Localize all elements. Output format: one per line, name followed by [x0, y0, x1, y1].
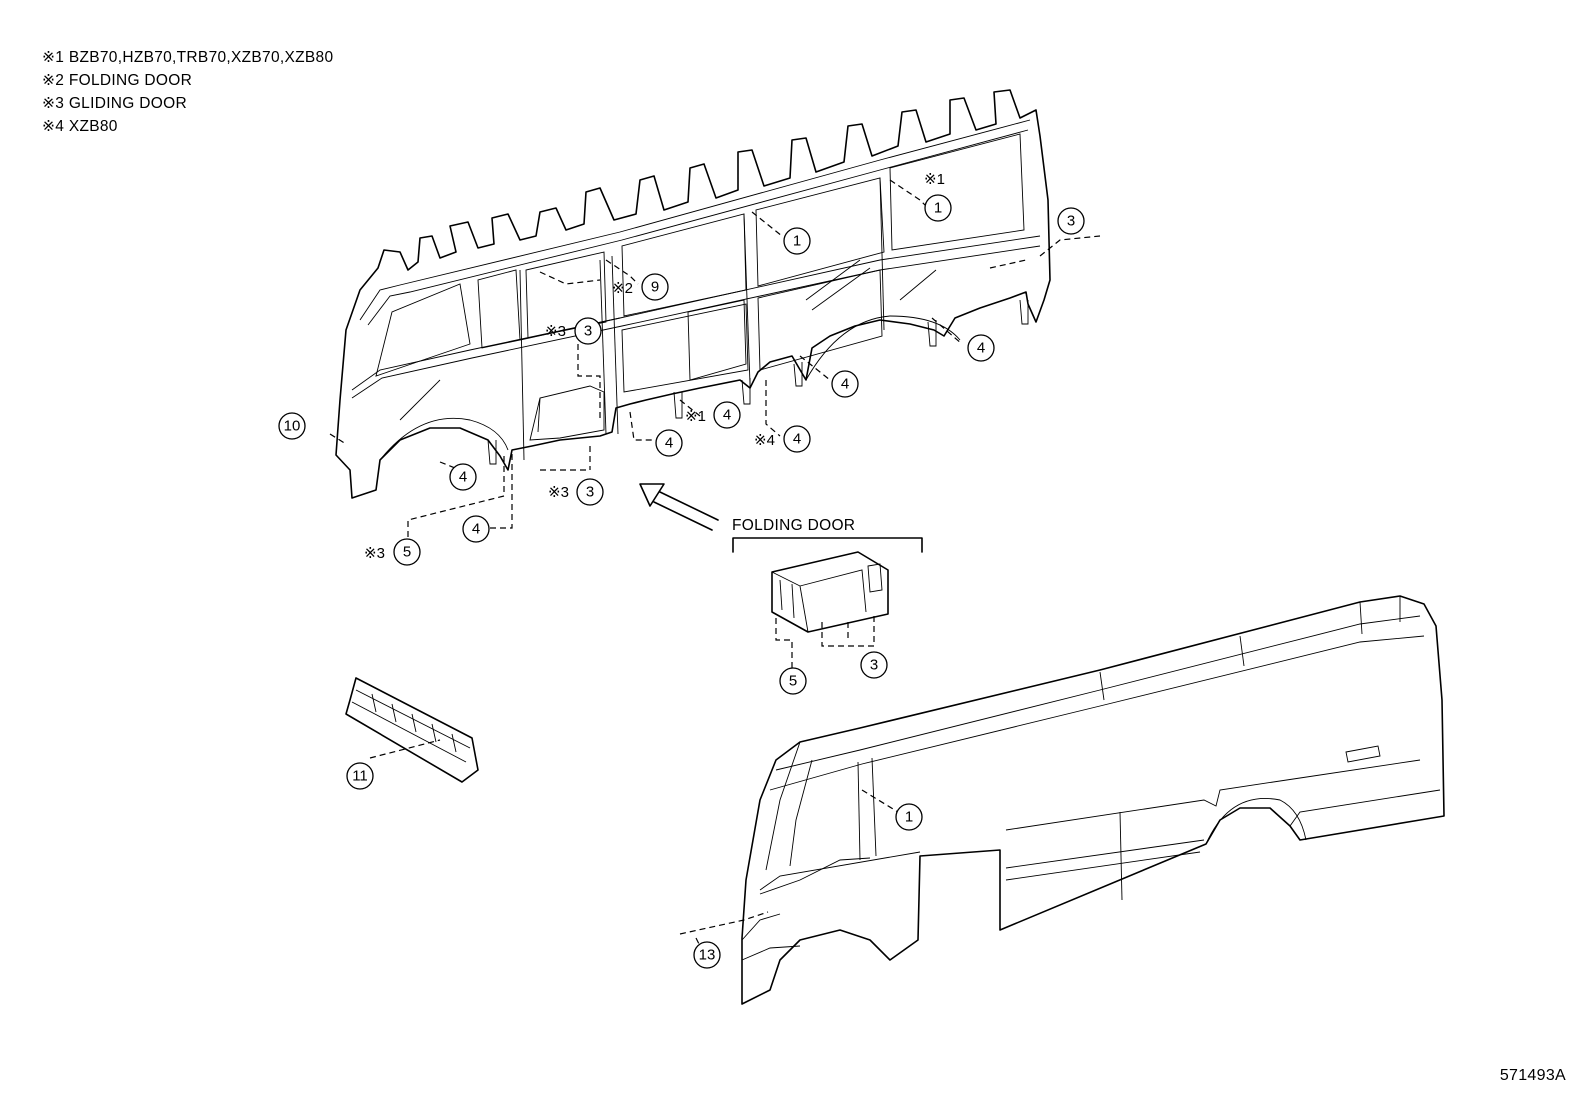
svg-text:※3: ※3 [364, 545, 385, 562]
diagram-code: 571493A [1499, 1067, 1566, 1084]
svg-text:3: 3 [870, 657, 878, 674]
callout-1-outer: 1 [895, 803, 923, 831]
svg-text:4: 4 [459, 469, 467, 486]
svg-text:※1: ※1 [924, 171, 945, 188]
svg-text:13: 13 [699, 947, 716, 964]
callout-9: 9 [641, 273, 669, 301]
callout-1-upper-right: 1 [924, 194, 952, 222]
svg-text:1: 1 [793, 233, 801, 250]
svg-text:3: 3 [586, 484, 594, 501]
svg-text:4: 4 [977, 340, 985, 357]
leader-lines [329, 179, 1101, 947]
note-mark-3-upper: ※3 [545, 323, 566, 340]
svg-text:※4: ※4 [754, 432, 775, 449]
svg-text:1: 1 [934, 200, 942, 217]
svg-text:※3: ※3 [548, 484, 569, 501]
callout-1-upper-mid: 1 [783, 227, 811, 255]
callout-5-folding: 5 [779, 667, 807, 695]
svg-text:3: 3 [584, 323, 592, 340]
callout-5-gliding: 5 [393, 538, 421, 566]
callout-3-folding: 3 [860, 651, 888, 679]
callout-4-lower: 4 [462, 515, 490, 543]
note-4: ※4 XZB80 [42, 118, 118, 135]
callout-10: 10 [278, 412, 306, 440]
cross-member-part [345, 677, 479, 783]
svg-text:※3: ※3 [545, 323, 566, 340]
svg-text:5: 5 [789, 673, 797, 690]
outer-side-panel [741, 595, 1445, 1005]
note-mark-3-bottom: ※3 [364, 545, 385, 562]
svg-text:4: 4 [841, 376, 849, 393]
svg-text:※1: ※1 [685, 408, 706, 425]
callout-3-gliding-upper: 3 [574, 317, 602, 345]
svg-text:10: 10 [284, 418, 301, 435]
note-mark-4: ※4 [754, 432, 775, 449]
inset-label: FOLDING DOOR [732, 517, 855, 534]
svg-text:5: 5 [403, 544, 411, 561]
callout-4-mid: 4 [831, 370, 859, 398]
view-arrow [639, 483, 719, 531]
svg-text:3: 3 [1067, 213, 1075, 230]
svg-text:4: 4 [793, 431, 801, 448]
svg-text:4: 4 [723, 407, 731, 424]
svg-text:11: 11 [352, 768, 368, 785]
folding-door-inset: FOLDING DOOR [732, 517, 923, 670]
callout-13: 13 [693, 941, 721, 969]
note-mark-3-lower: ※3 [548, 484, 569, 501]
callout-4-note1: 4 [713, 401, 741, 429]
callout-4-note4: 4 [783, 425, 811, 453]
callout-3-gliding-lower: 3 [576, 478, 604, 506]
svg-text:4: 4 [472, 521, 480, 538]
inner-side-frame [335, 89, 1051, 499]
note-mark-1-upper: ※1 [924, 171, 945, 188]
callout-3-rear: 3 [1057, 207, 1085, 235]
callout-4-rear: 4 [967, 334, 995, 362]
svg-text:1: 1 [905, 809, 913, 826]
notes-legend: ※1 BZB70,HZB70,TRB70,XZB70,XZB80 ※2 FOLD… [42, 46, 333, 138]
note-mark-1-lower: ※1 [685, 408, 706, 425]
note-1: ※1 BZB70,HZB70,TRB70,XZB70,XZB80 [42, 49, 334, 66]
svg-text:4: 4 [665, 435, 673, 452]
note-2: ※2 FOLDING DOOR [42, 72, 193, 89]
note-mark-2: ※2 [612, 280, 633, 297]
callout-11: 11 [346, 762, 374, 790]
svg-text:※2: ※2 [612, 280, 633, 297]
callout-4-front-step: 4 [655, 429, 683, 457]
svg-text:9: 9 [651, 279, 659, 296]
note-3: ※3 GLIDING DOOR [42, 95, 187, 112]
callout-4-front-arch: 4 [449, 463, 477, 491]
